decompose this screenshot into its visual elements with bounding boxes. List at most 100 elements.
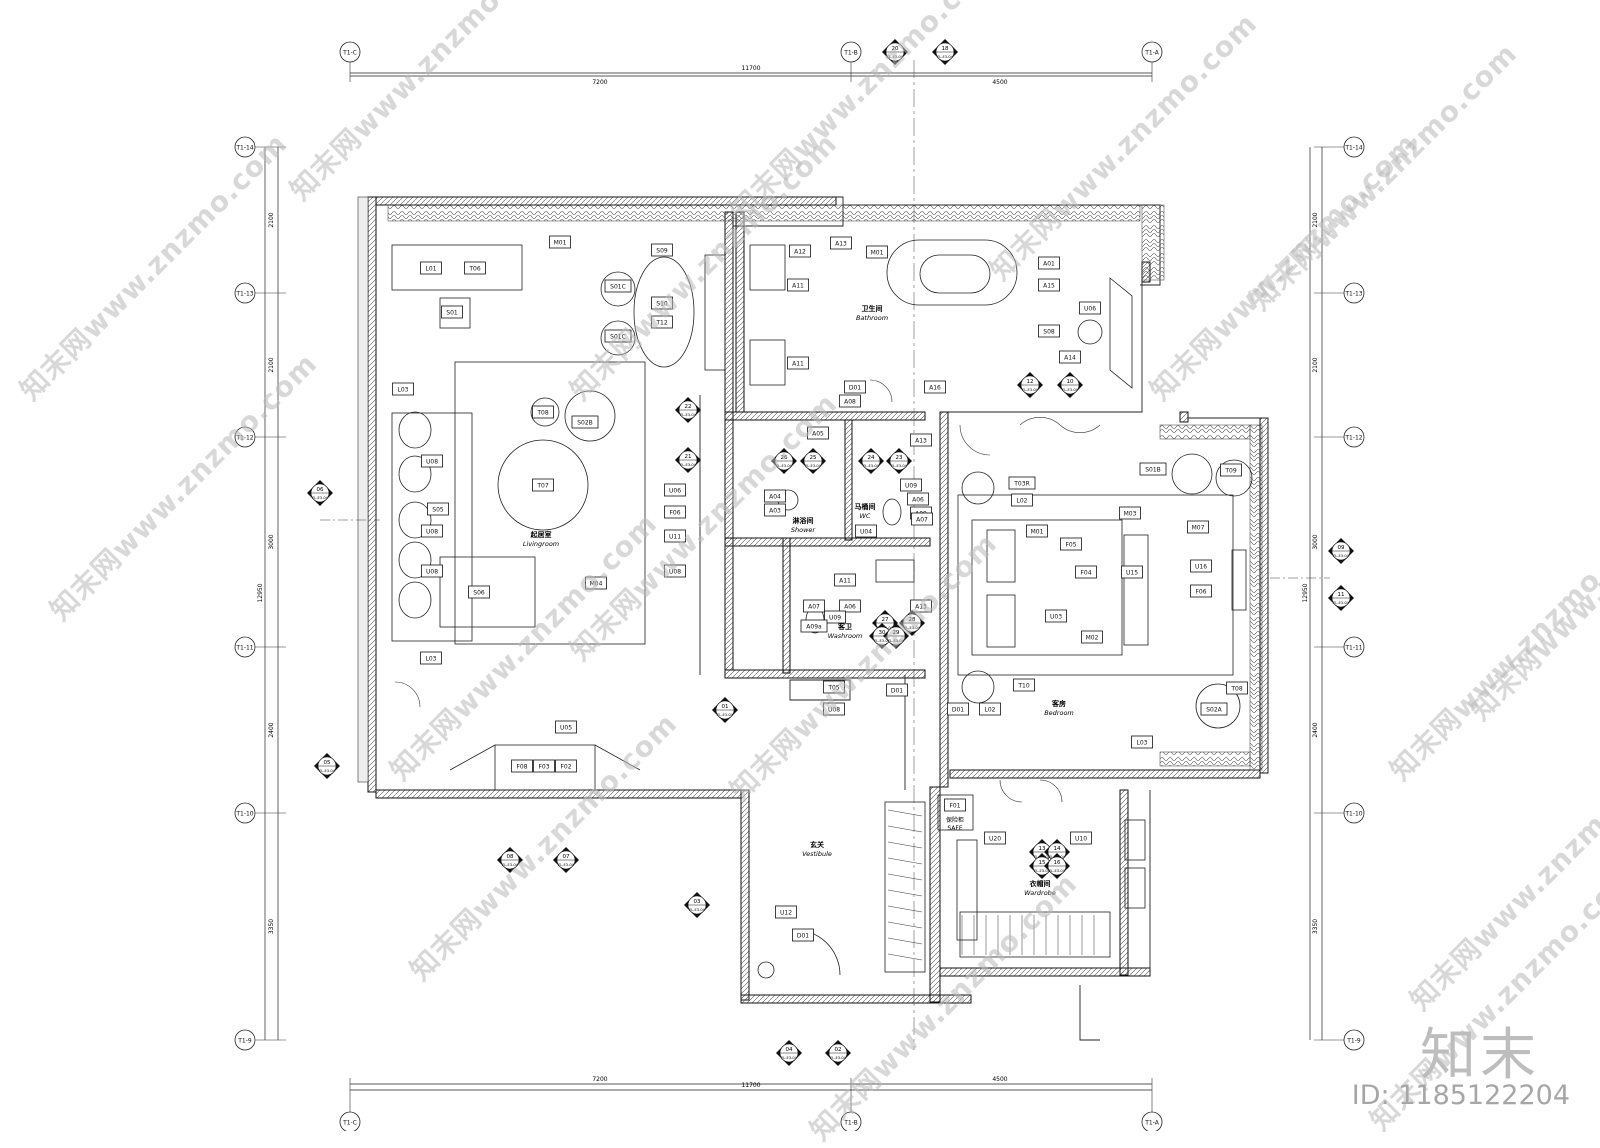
tag-label: D01 — [952, 706, 964, 713]
armchair — [564, 390, 616, 442]
tag-box — [421, 564, 443, 578]
tag-box — [1038, 256, 1060, 270]
tag-box — [1059, 350, 1081, 364]
section-mark-sheet: EL-E3-04 — [312, 496, 329, 500]
tag-box — [789, 244, 811, 258]
tag-box — [549, 235, 571, 249]
top-grid-2-label: T1-A — [1144, 50, 1160, 57]
tag-box — [1190, 584, 1212, 598]
section-marks-layer: 06EL-E3-0405EL-E3-0408EL-E3-0407EL-E3-04… — [307, 39, 1354, 1066]
tag-box — [1200, 702, 1228, 716]
tag-box — [866, 245, 888, 259]
door-swing-5 — [999, 779, 1023, 803]
tag-box — [1045, 609, 1067, 623]
tag-label: A07 — [808, 603, 820, 610]
bottom-grid-0-label: T1-C — [342, 1120, 357, 1127]
tag-box — [555, 759, 577, 773]
tag-box — [604, 329, 632, 343]
tag-box — [664, 483, 686, 497]
section-mark-sheet: EL-E3-04 — [319, 769, 336, 773]
section-mark-sheet: EL-E3-04 — [776, 464, 793, 468]
tag-box — [468, 585, 490, 599]
door-swing-0 — [394, 681, 421, 708]
section-mark-number: 04 — [786, 1047, 793, 1053]
section-mark-number: 14 — [1054, 846, 1061, 852]
right-span-2: 3000 — [1312, 534, 1319, 549]
hanger-2 — [887, 841, 923, 849]
tag-label: S01C — [610, 333, 626, 340]
tag-box — [604, 279, 632, 293]
tag-label: U06 — [1084, 305, 1096, 312]
left-span-2: 3000 — [268, 534, 275, 549]
left-grid-0-label: T1-14 — [235, 145, 253, 152]
bed — [971, 519, 1123, 656]
tag-label: F06 — [1195, 588, 1206, 595]
bottom-grid-1-label: T1-B — [843, 1120, 858, 1127]
section-mark-sheet: EL-E3-04 — [863, 464, 880, 468]
section-mark-number: 06 — [317, 487, 324, 493]
tag-label: L03 — [1137, 739, 1148, 746]
wall-10 — [939, 411, 949, 788]
nightstand-1 — [961, 471, 995, 505]
right-span-4: 3350 — [1312, 919, 1319, 934]
section-mark-sheet: EL-E3-04 — [689, 908, 706, 912]
bottom-total: 11700 — [741, 1082, 760, 1089]
wardrobe-closet-left — [884, 801, 926, 973]
tag-box — [834, 573, 856, 587]
tag-box — [830, 236, 852, 250]
tag-label: U20 — [989, 835, 1001, 842]
wardrobe-island — [956, 839, 978, 941]
tag-label: M03 — [1124, 510, 1137, 517]
tag-box — [775, 905, 797, 919]
ottoman — [439, 556, 536, 628]
tag-label: A01 — [1043, 260, 1055, 267]
nightstand-2 — [961, 670, 995, 704]
tag-box — [787, 356, 809, 370]
tag-label: S06 — [473, 589, 485, 596]
desk — [391, 244, 523, 291]
hanger-1 — [887, 825, 923, 833]
section-mark-number: 22 — [685, 404, 692, 410]
sofa-cushion-1 — [398, 455, 432, 493]
tag-box — [824, 610, 846, 624]
section-mark-number: 27 — [882, 617, 889, 623]
section-mark-sheet: EL-E3-04 — [1034, 869, 1051, 873]
tag-box — [910, 433, 932, 447]
tag-box — [421, 524, 443, 538]
wall-4 — [724, 211, 734, 671]
tag-box — [823, 680, 845, 694]
section-mark-number: 15 — [1039, 860, 1046, 866]
tag-box — [907, 492, 929, 506]
wall-18 — [1119, 789, 1129, 976]
section-mark-sheet: EL-E3-04 — [887, 55, 904, 59]
sofa-cushion-2 — [398, 501, 432, 539]
tag-label: T05 — [827, 684, 839, 691]
umbrella-stand — [757, 961, 775, 979]
furniture-layer — [391, 239, 1253, 979]
room-name-en: Wardrobe — [1024, 889, 1056, 897]
tag-label: A04 — [769, 493, 781, 500]
tag-label: S05 — [432, 506, 444, 513]
room-name-en: Shower — [791, 526, 817, 534]
tag-label: D01 — [891, 687, 903, 694]
tag-label: M01 — [871, 249, 884, 256]
tag-box — [532, 478, 554, 492]
right-span-0: 2100 — [1312, 212, 1319, 227]
section-mark-sheet: EL-E3-04 — [830, 1056, 847, 1060]
room-name-en: Bedroom — [1044, 709, 1074, 717]
tag-box — [651, 296, 673, 310]
section-mark-number: 30 — [879, 630, 886, 636]
tag-box — [1026, 524, 1048, 538]
section-mark-number: 20 — [892, 46, 899, 52]
tag-box — [792, 928, 814, 942]
tag-label: A11 — [792, 360, 804, 367]
tag-box — [787, 278, 809, 292]
right-total: 12950 — [1302, 583, 1309, 602]
tag-box — [800, 619, 828, 633]
tag-box — [823, 702, 845, 716]
tag-label: U09 — [905, 482, 917, 489]
sofa-cushion-3 — [398, 541, 432, 579]
room-name-cn: 起居室 — [530, 530, 552, 539]
section-mark-sheet: EL-E3-04 — [874, 639, 891, 643]
